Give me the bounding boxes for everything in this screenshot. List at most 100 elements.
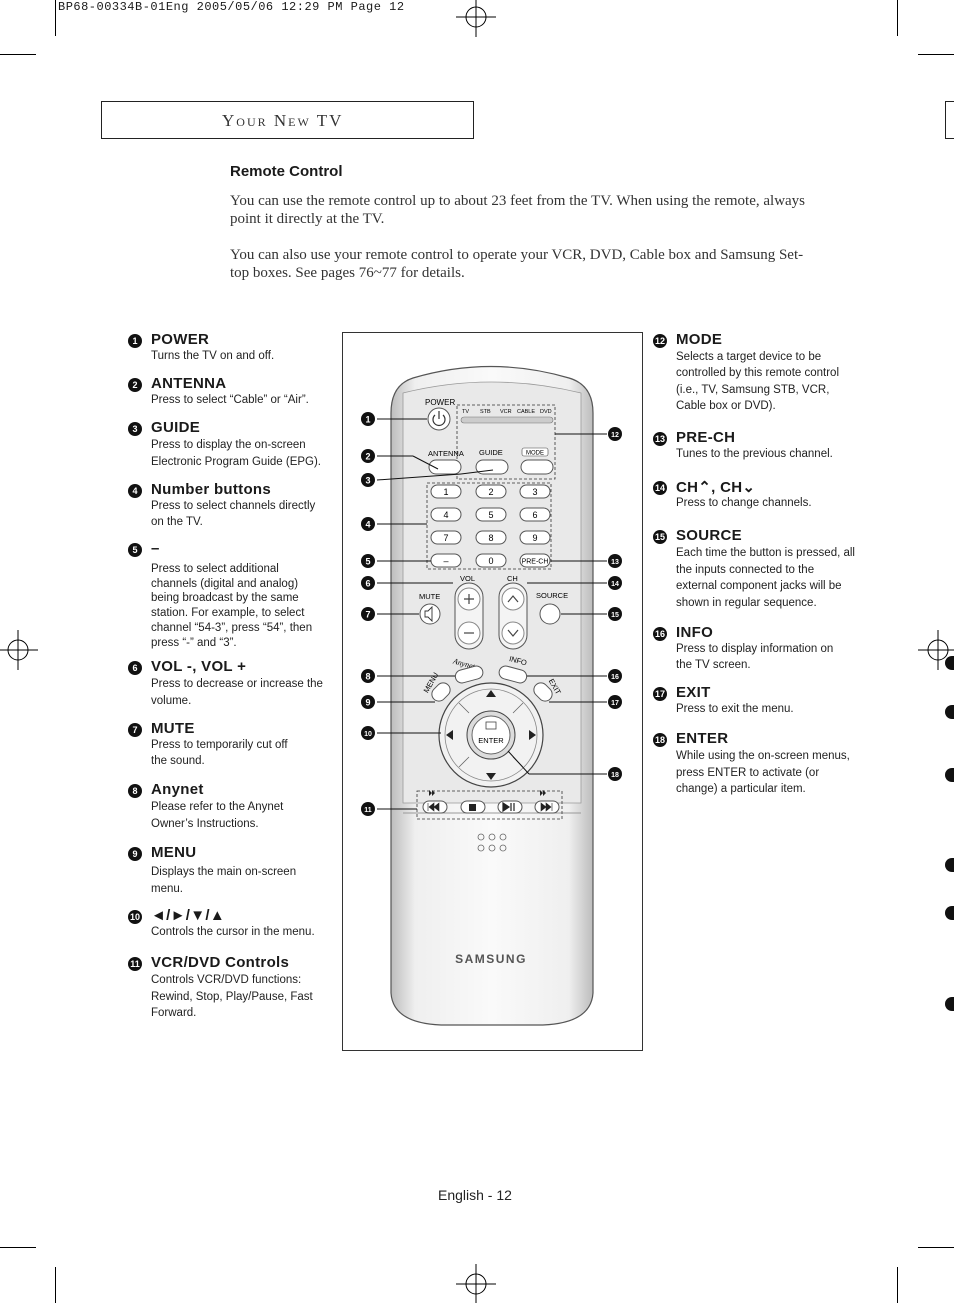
anynet-button[interactable]	[454, 665, 484, 685]
arrow-up-icon[interactable]	[486, 690, 496, 697]
registration-mark-icon	[456, 0, 496, 37]
guide-label: GUIDE	[479, 448, 503, 457]
numpad-outline	[426, 482, 552, 570]
number-button[interactable]	[475, 530, 507, 545]
number-label: 7	[443, 533, 448, 543]
number-button[interactable]	[475, 484, 507, 499]
edge-badge	[945, 768, 954, 782]
print-header: BP68-00334B-01Eng 2005/05/06 12:29 PM Pa…	[58, 0, 405, 14]
pre-ch-button[interactable]	[519, 553, 551, 568]
item-title: ◄/►/▼/▲	[151, 907, 225, 924]
item-desc: Press to temporarily cut off the sound.	[151, 739, 288, 767]
number-button[interactable]	[430, 507, 462, 522]
item-title: VOL -, VOL +	[151, 658, 247, 675]
brand-logo: SAMSUNG	[455, 952, 527, 966]
item-title: Anynet	[151, 781, 204, 798]
callout-lines	[376, 418, 607, 810]
svg-text:4: 4	[365, 520, 370, 530]
number-button[interactable]	[475, 553, 507, 568]
vol-label: VOL	[460, 574, 475, 583]
item-number: 14	[653, 481, 667, 495]
item-number: 9	[128, 847, 142, 861]
item-number: 7	[128, 723, 142, 737]
antenna-button[interactable]	[428, 459, 462, 475]
svg-text:15: 15	[611, 612, 619, 619]
crop-mark	[55, 0, 56, 36]
number-button[interactable]	[519, 484, 551, 499]
mode-button[interactable]	[520, 459, 554, 475]
svg-text:6: 6	[365, 579, 370, 589]
svg-text:1: 1	[365, 415, 370, 425]
number-label: –	[443, 556, 448, 566]
exit-button[interactable]	[531, 680, 555, 704]
number-label: 9	[532, 533, 537, 543]
number-label: 1	[443, 487, 448, 497]
chevron-up-icon	[507, 595, 519, 603]
arrow-down-icon[interactable]	[486, 773, 496, 780]
mode-label-text: MODE	[526, 451, 544, 457]
item-title: CH⌃, CH⌄	[676, 479, 756, 496]
mode-label: TV	[462, 409, 469, 415]
arrow-right-icon[interactable]	[529, 730, 536, 740]
number-button[interactable]	[475, 507, 507, 522]
mute-button[interactable]	[419, 603, 441, 625]
fast-forward-icon	[540, 802, 553, 812]
mode-label: VCR	[500, 409, 512, 415]
enter-icon	[485, 721, 497, 730]
page-number: English - 12	[438, 1187, 512, 1203]
transport-symbols	[429, 790, 546, 796]
number-label: 0	[488, 556, 493, 566]
transport-controls	[422, 800, 560, 814]
mute-label: MUTE	[419, 592, 440, 601]
direction-pad-ring	[444, 688, 538, 782]
mode-label: STB	[480, 409, 491, 415]
crop-mark	[918, 54, 954, 55]
registration-mark-icon	[918, 630, 954, 670]
item-number: 1	[128, 334, 142, 348]
edge-badge	[945, 906, 954, 920]
enter-button[interactable]	[471, 715, 511, 755]
info-button[interactable]	[498, 665, 528, 685]
arrow-left-icon[interactable]	[446, 730, 453, 740]
number-button[interactable]	[430, 484, 462, 499]
registration-mark-icon	[0, 630, 38, 670]
item-title: SOURCE	[676, 527, 742, 544]
enter-label: ENTER	[478, 736, 504, 745]
item-title: VCR/DVD Controls	[151, 954, 290, 971]
remote-illustration-frame: POWER TV STB VCR CABLE DVD ANTENNA GUIDE…	[342, 332, 643, 1051]
number-button[interactable]	[519, 507, 551, 522]
number-button[interactable]	[519, 530, 551, 545]
transport-outline	[416, 790, 563, 820]
source-button[interactable]	[539, 603, 561, 625]
svg-text:5: 5	[365, 557, 370, 567]
item-desc: Press to exit the menu.	[676, 703, 794, 715]
item-desc: Displays the main on-screen menu.	[151, 866, 297, 895]
mute-icon	[424, 605, 433, 623]
svg-text:2: 2	[365, 452, 370, 462]
svg-text:16: 16	[611, 674, 619, 681]
ch-up-button[interactable]	[501, 587, 525, 611]
number-label: PRE-CH	[522, 559, 549, 566]
ch-down-button[interactable]	[501, 621, 525, 645]
guide-button[interactable]	[475, 459, 509, 475]
speaker-holes	[477, 833, 507, 852]
item-number: 15	[653, 530, 667, 544]
menu-button[interactable]	[429, 680, 453, 704]
number-button[interactable]	[430, 530, 462, 545]
svg-text:12: 12	[611, 432, 619, 439]
item-number: 2	[128, 378, 142, 392]
crop-mark	[0, 54, 36, 55]
item-desc: Press to change channels.	[676, 497, 812, 509]
stop-icon	[469, 804, 476, 811]
item-desc: Press to select channels directly on the…	[151, 500, 316, 528]
number-label: 2	[488, 487, 493, 497]
registration-mark-icon	[456, 1264, 496, 1303]
item-title: Number buttons	[151, 481, 272, 498]
item-number: 12	[653, 334, 667, 348]
number-label: 3	[532, 487, 537, 497]
svg-text:3: 3	[365, 476, 370, 486]
chevron-down-icon	[507, 629, 519, 637]
item-title: INFO	[676, 624, 714, 641]
item-title: MENU	[151, 844, 197, 861]
source-label: SOURCE	[536, 591, 568, 600]
